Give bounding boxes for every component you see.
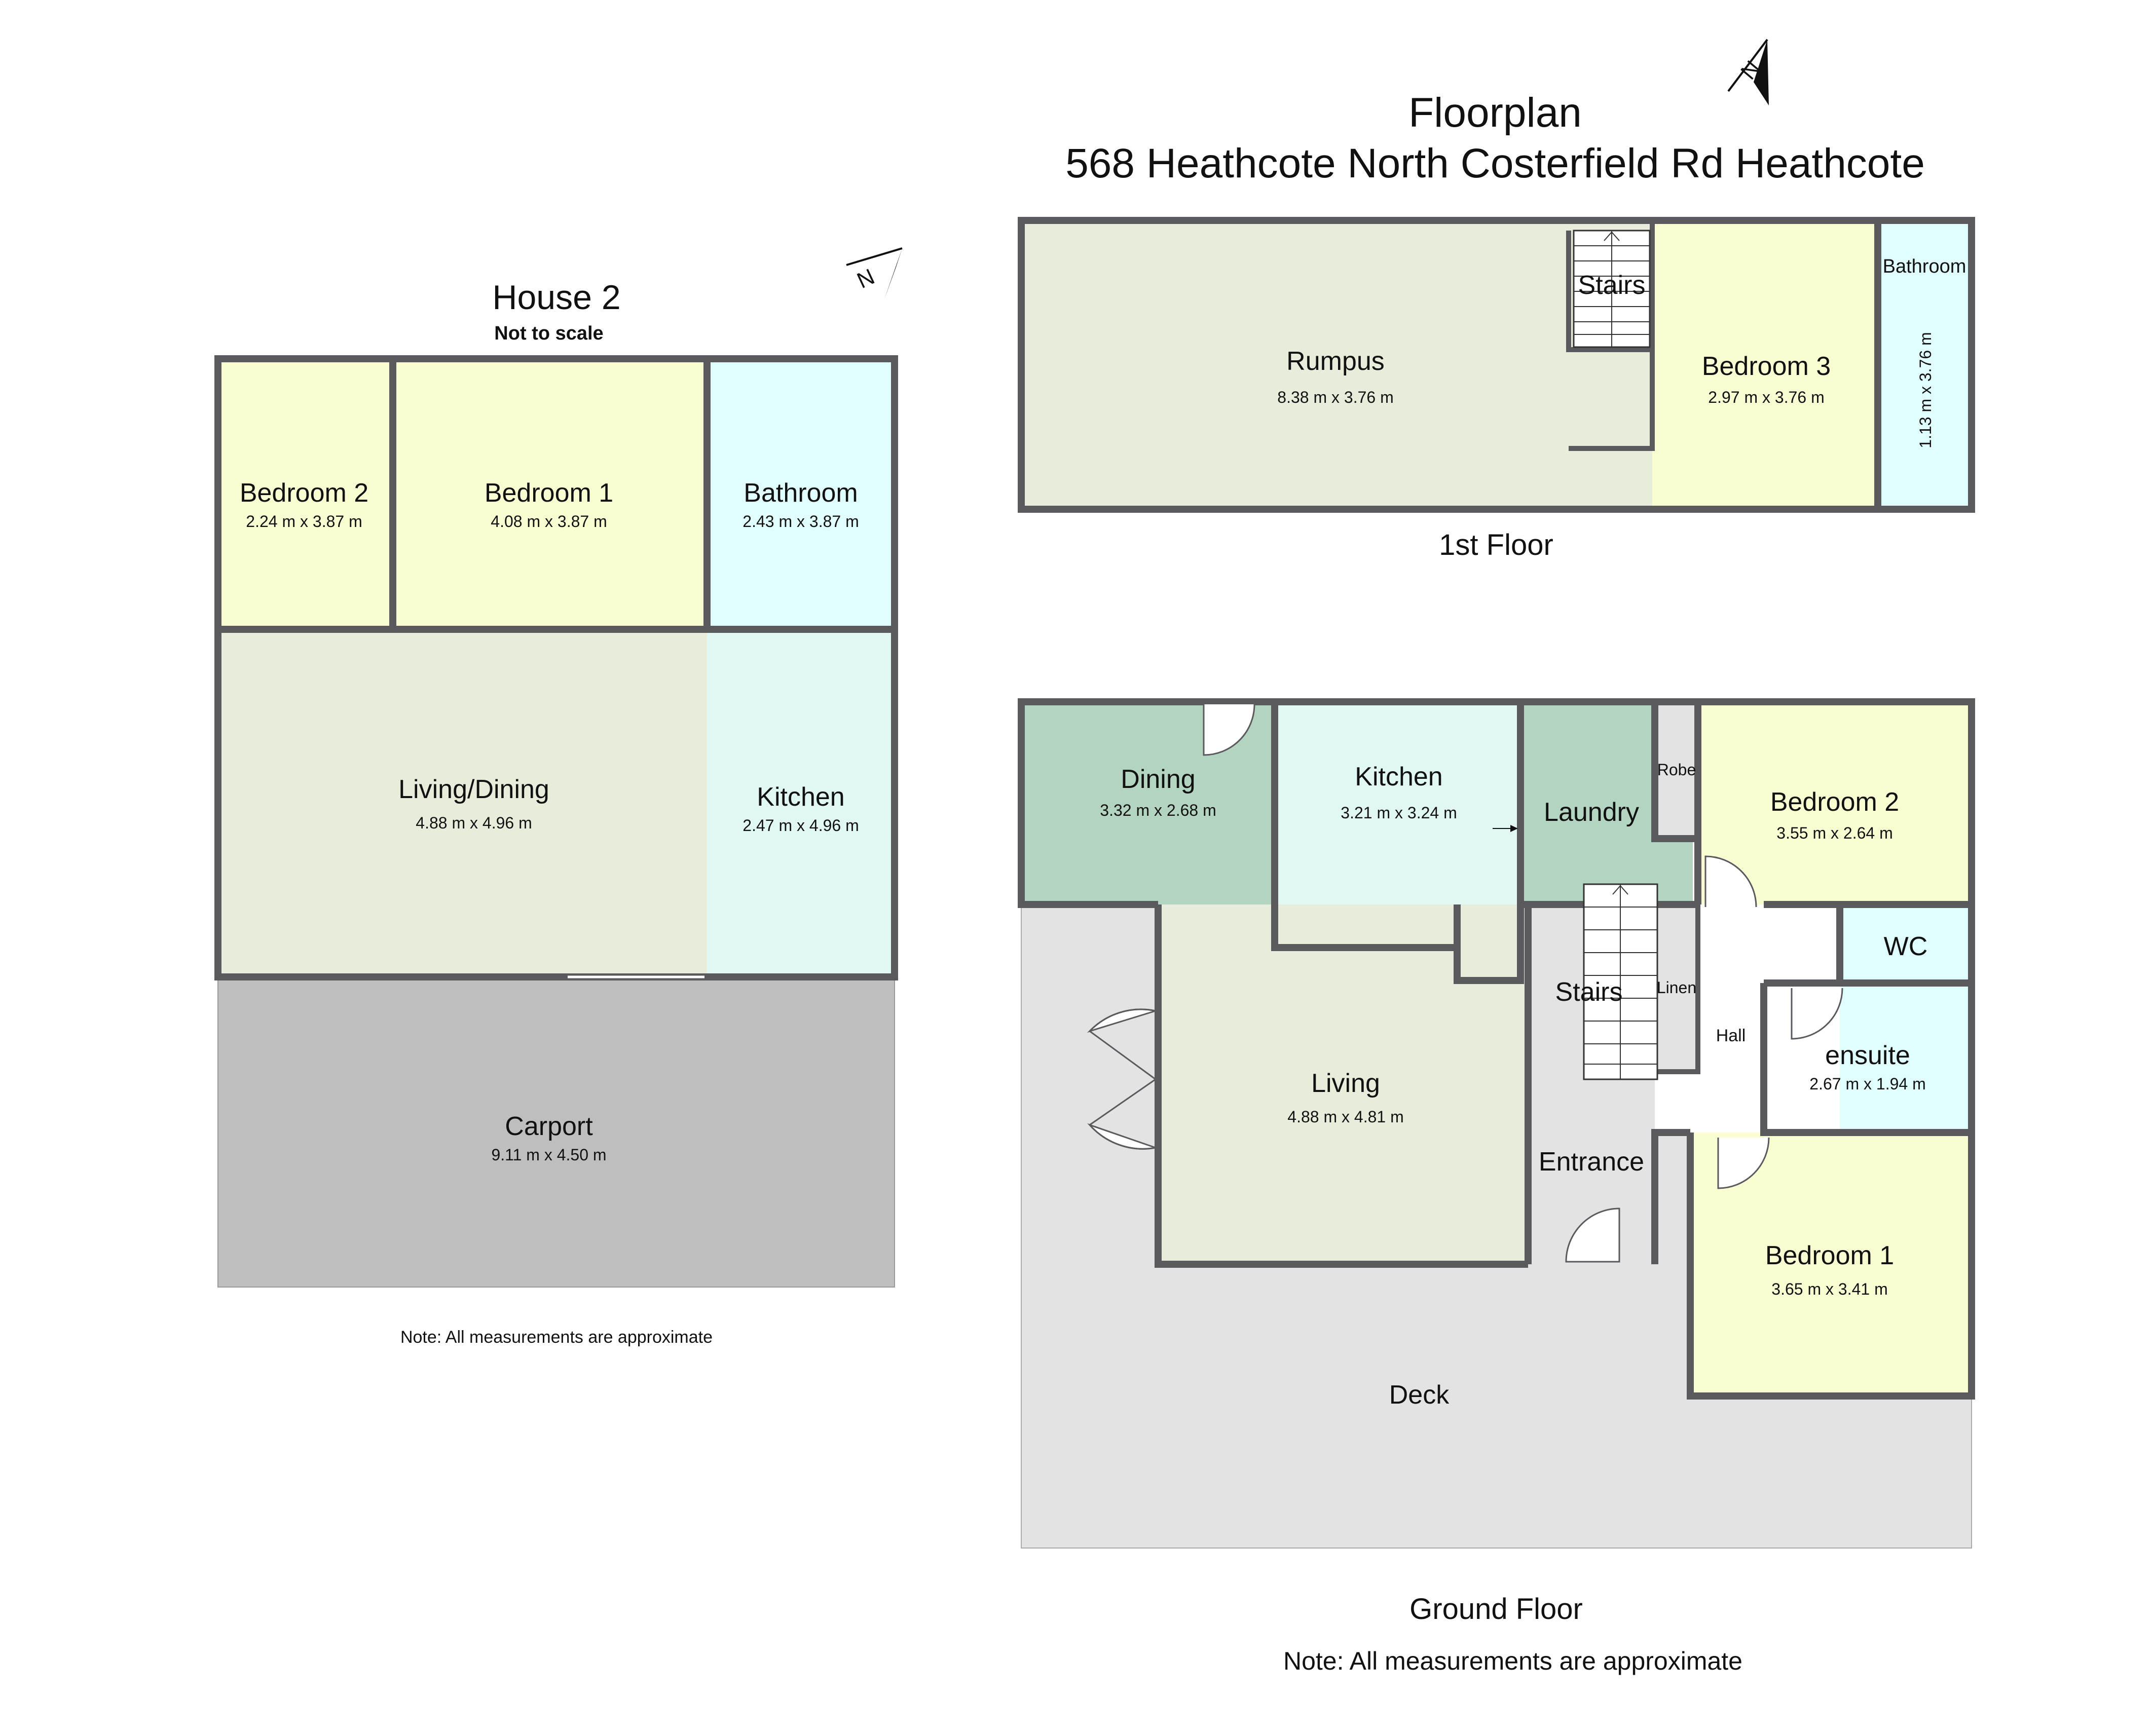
house2-bedroom2-dims: 2.24 m x 3.87 m bbox=[246, 512, 362, 531]
living-french-door-icon bbox=[1089, 1008, 1156, 1150]
gf-stairs-icon bbox=[1583, 883, 1658, 1080]
gf-outer-wall bbox=[1018, 698, 1975, 1400]
ff-stairs-label: Stairs bbox=[1578, 271, 1646, 300]
wc-floor bbox=[1840, 904, 1972, 983]
linen-floor bbox=[1655, 904, 1698, 1072]
gf-bedroom2-floor bbox=[1698, 702, 1972, 904]
gf-wall bbox=[1651, 1129, 1690, 1264]
living-dining-floor bbox=[218, 629, 707, 977]
linen-label: Linen bbox=[1657, 978, 1696, 997]
bedroom3-floor bbox=[1652, 220, 1878, 509]
robe-floor bbox=[1655, 702, 1698, 839]
rumpus-dims: 8.38 m x 3.76 m bbox=[1277, 388, 1393, 406]
bedroom2-floor bbox=[218, 359, 393, 629]
ff-bathroom-dims: 1.13 m x 3.76 m bbox=[1916, 332, 1935, 448]
laundry-label: Laundry bbox=[1544, 798, 1639, 827]
gf-bedroom1-dims: 3.65 m x 3.41 m bbox=[1771, 1280, 1887, 1298]
bathroom-floor bbox=[707, 359, 895, 629]
gf-kitchen-dims: 3.21 m x 3.24 m bbox=[1341, 804, 1457, 822]
house2-bathroom-dims: 2.43 m x 3.87 m bbox=[743, 512, 859, 531]
living-dims: 4.88 m x 4.81 m bbox=[1287, 1108, 1403, 1126]
gf-stairs-label: Stairs bbox=[1555, 977, 1623, 1007]
house2-note: Note: All measurements are approximate bbox=[400, 1328, 713, 1347]
compass-icon: N bbox=[1727, 39, 1769, 105]
gf-wall bbox=[1760, 983, 1972, 1136]
ensuite-dims: 2.67 m x 1.94 m bbox=[1809, 1075, 1925, 1093]
ff-stairs-icon bbox=[1573, 230, 1651, 348]
entrance-door-icon bbox=[1565, 1207, 1620, 1263]
ff-bathroom-label: Bathroom bbox=[1883, 256, 1966, 277]
ff-wall bbox=[1569, 220, 1655, 451]
house2-plan: House 2 Not to scale N Bedroom 2 2.24 m … bbox=[214, 247, 903, 1347]
ensuite-label: ensuite bbox=[1825, 1041, 1910, 1070]
arrow-icon bbox=[1493, 825, 1518, 832]
dining-door-icon bbox=[1203, 704, 1255, 756]
ground-floor-plan: Dining 3.32 m x 2.68 m Kitchen 3.21 m x … bbox=[1018, 698, 1975, 1675]
house2-bedroom2-label: Bedroom 2 bbox=[240, 478, 368, 508]
house2-outer-wall bbox=[214, 355, 898, 980]
gf-wall bbox=[1651, 702, 1698, 842]
first-floor-plan: N Rumpus 8.38 m x 3.76 m Stairs Bedroom … bbox=[1018, 39, 1975, 561]
house2-living-dining-dims: 4.88 m x 4.96 m bbox=[416, 814, 532, 832]
carport-floor bbox=[217, 976, 895, 1288]
main-title: Floorplan 568 Heathcote North Costerfiel… bbox=[1065, 90, 1925, 186]
living-floor bbox=[1158, 904, 1275, 948]
title-line2: 568 Heathcote North Costerfield Rd Heath… bbox=[1065, 140, 1925, 186]
house2-living-dining-label: Living/Dining bbox=[398, 775, 549, 804]
ground-floor-note: Note: All measurements are approximate bbox=[1283, 1647, 1742, 1675]
wc-label: WC bbox=[1884, 932, 1928, 961]
bedroom3-label: Bedroom 3 bbox=[1702, 352, 1831, 381]
deck-label: Deck bbox=[1389, 1380, 1450, 1410]
living-label: Living bbox=[1311, 1069, 1380, 1098]
dining-dims: 3.32 m x 2.68 m bbox=[1100, 801, 1216, 819]
gf-bedroom2-label: Bedroom 2 bbox=[1770, 787, 1899, 817]
ff-wall bbox=[1566, 231, 1652, 352]
first-floor-label: 1st Floor bbox=[1439, 529, 1553, 561]
ground-floor-label: Ground Floor bbox=[1409, 1593, 1583, 1626]
rumpus-floor bbox=[1021, 220, 1652, 509]
gf-kitchen-label: Kitchen bbox=[1355, 762, 1442, 791]
bedroom3-dims: 2.97 m x 3.76 m bbox=[1708, 388, 1824, 406]
house2-subtitle: Not to scale bbox=[494, 323, 603, 344]
house2-kitchen-dims: 2.47 m x 4.96 m bbox=[743, 816, 859, 835]
living-floor bbox=[1158, 904, 1528, 1264]
ensuite-door-icon bbox=[1791, 988, 1843, 1040]
robe-label: Robe bbox=[1657, 761, 1696, 779]
compass-icon: N bbox=[846, 247, 903, 299]
house2-bathroom-label: Bathroom bbox=[744, 478, 858, 508]
bedroom1-floor bbox=[393, 359, 707, 629]
hall-label: Hall bbox=[1716, 1026, 1746, 1045]
rumpus-label: Rumpus bbox=[1286, 347, 1385, 376]
house2-bedroom1-dims: 4.08 m x 3.87 m bbox=[491, 512, 607, 531]
title-line1: Floorplan bbox=[1408, 90, 1582, 136]
house2-carport-dims: 9.11 m x 4.50 m bbox=[491, 1146, 606, 1164]
house2-bedroom1-label: Bedroom 1 bbox=[485, 478, 613, 508]
entrance-label: Entrance bbox=[1539, 1147, 1644, 1177]
gf-bedroom1-label: Bedroom 1 bbox=[1765, 1241, 1894, 1270]
bedroom2-door-icon bbox=[1704, 855, 1757, 908]
compass-letter: N bbox=[853, 264, 879, 293]
house2-kitchen-label: Kitchen bbox=[757, 782, 844, 812]
bedroom1-door-icon bbox=[1717, 1137, 1770, 1189]
kitchen-floor bbox=[707, 629, 895, 977]
gf-wall bbox=[1655, 904, 1700, 1074]
gf-wall bbox=[1454, 904, 1524, 984]
gf-wall bbox=[1155, 904, 1528, 1268]
house2-carport-label: Carport bbox=[505, 1112, 593, 1141]
dining-label: Dining bbox=[1121, 765, 1195, 794]
ff-outer-wall bbox=[1018, 217, 1975, 513]
gf-bedroom2-dims: 3.55 m x 2.64 m bbox=[1776, 824, 1892, 842]
house2-title: House 2 bbox=[492, 278, 620, 317]
ff-bathroom-floor bbox=[1878, 220, 1972, 509]
